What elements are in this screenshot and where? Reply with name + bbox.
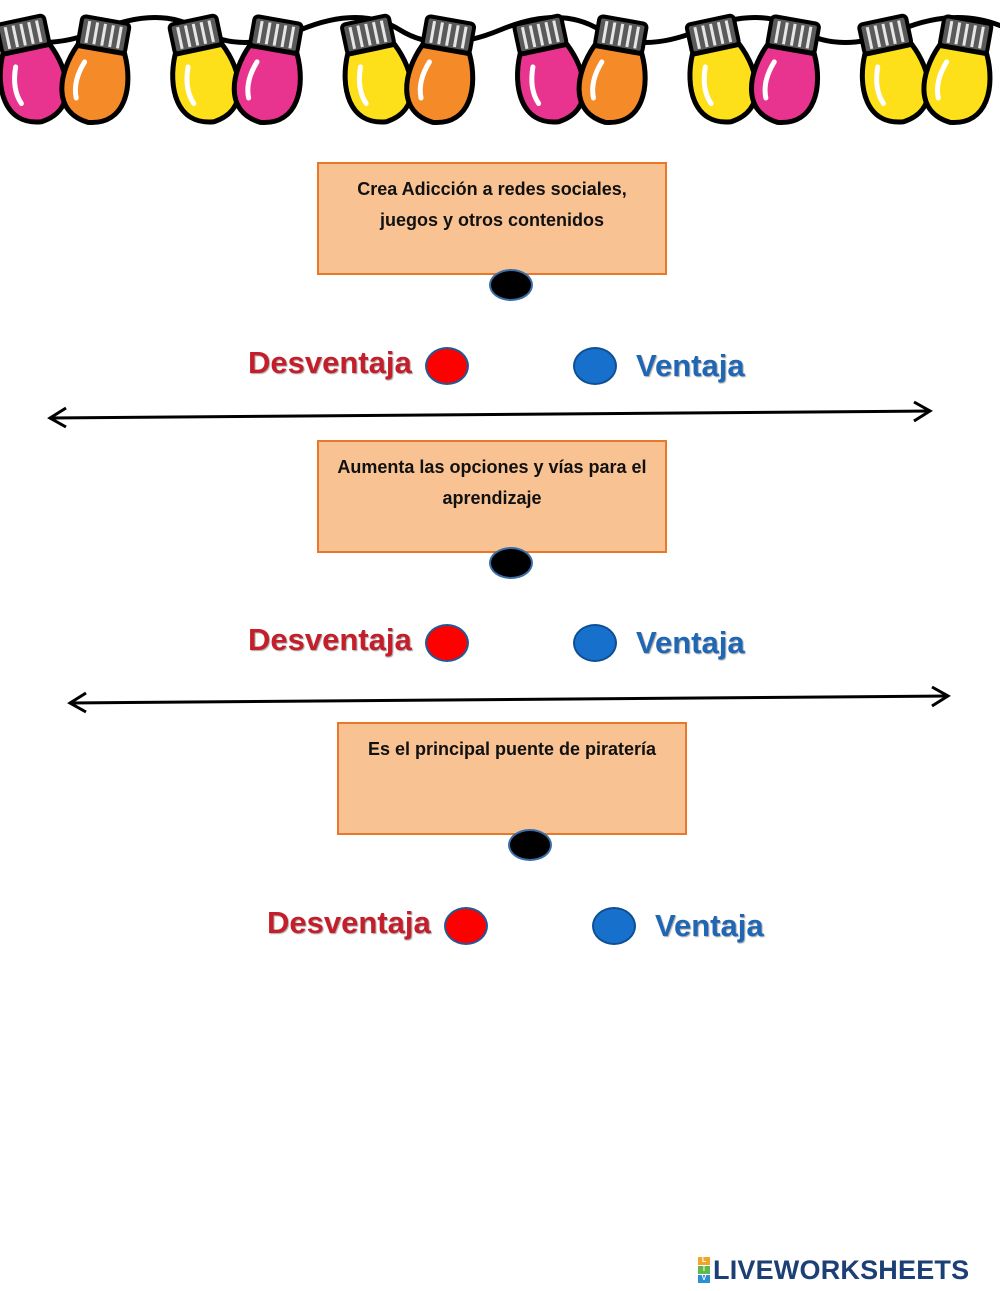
- advantage-label: Ventaja: [636, 348, 745, 383]
- advantage-option-dot[interactable]: [573, 347, 617, 385]
- drop-target-pin[interactable]: [489, 547, 533, 579]
- advantage-option-dot[interactable]: [573, 624, 617, 662]
- statement-text: Es el principal puente de piratería: [367, 739, 657, 759]
- disadvantage-option-dot[interactable]: [444, 907, 488, 945]
- statement-card: Crea Adicción a redes sociales, juegos y…: [317, 162, 667, 275]
- statement-card: Aumenta las opciones y vías para el apre…: [317, 440, 667, 553]
- light-bulb-icon: [512, 13, 587, 125]
- double-arrow-divider: [67, 685, 951, 714]
- light-bulb-icon: [404, 14, 477, 125]
- liveworksheets-logo: L I V LIVEWORKSHEETS: [698, 1253, 969, 1287]
- light-bulb-icon: [167, 13, 242, 125]
- light-bulb-icon: [684, 13, 759, 125]
- disadvantage-label: Desventaja: [267, 905, 431, 940]
- light-bulb-icon: [857, 13, 932, 125]
- statement-card: Es el principal puente de piratería: [337, 722, 687, 835]
- disadvantage-option-dot[interactable]: [425, 347, 469, 385]
- advantage-option-dot[interactable]: [592, 907, 636, 945]
- light-bulb-icon: [576, 14, 649, 125]
- double-arrow-divider: [47, 400, 933, 429]
- light-bulb-icon: [340, 13, 414, 125]
- disadvantage-label: Desventaja: [248, 345, 412, 380]
- drop-target-pin[interactable]: [508, 829, 552, 861]
- disadvantage-option-dot[interactable]: [425, 624, 469, 662]
- statement-text: Crea Adicción a redes sociales, juegos y…: [357, 179, 627, 230]
- light-bulb-icon: [749, 14, 821, 125]
- brand-name: LIVEWORKSHEETS: [713, 1254, 970, 1285]
- light-bulb-icon: [231, 14, 304, 125]
- advantage-label: Ventaja: [655, 908, 764, 943]
- light-bulb-icon: [921, 14, 994, 125]
- statement-text: Aumenta las opciones y vías para el apre…: [337, 457, 647, 508]
- christmas-lights-decoration: [0, 13, 1000, 125]
- light-bulb-icon: [59, 14, 132, 125]
- light-bulb-icon: [0, 13, 70, 125]
- disadvantage-label: Desventaja: [248, 622, 412, 657]
- drop-target-pin[interactable]: [489, 269, 533, 301]
- advantage-label: Ventaja: [636, 625, 745, 660]
- logo-mark-icon: L I V: [698, 1256, 710, 1284]
